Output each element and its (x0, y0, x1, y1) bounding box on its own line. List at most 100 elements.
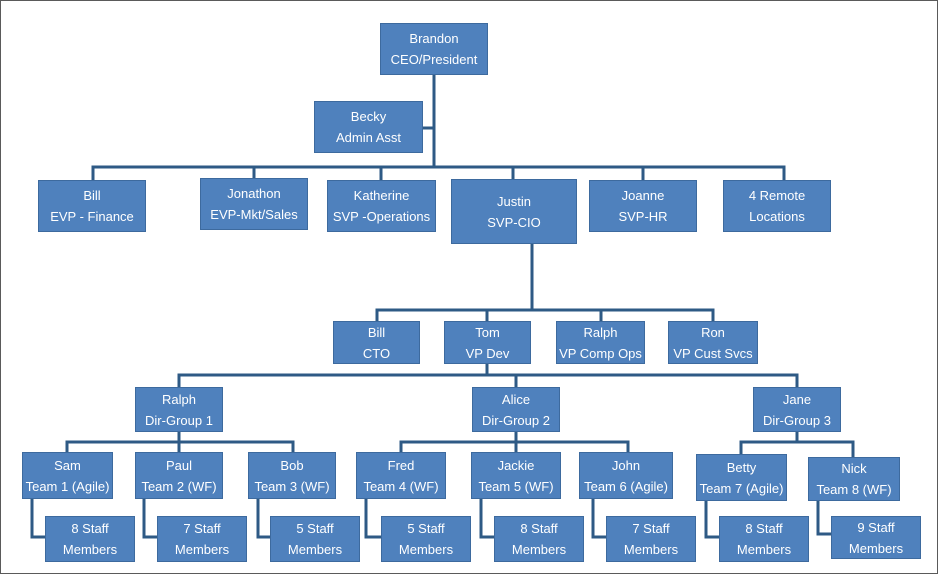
node-team-2: Paul Team 2 (WF) (135, 452, 223, 499)
node-name: Bill (83, 188, 101, 203)
node-name: Joanne (621, 188, 665, 203)
connector-staff-2 (142, 497, 159, 539)
node-name: Alice (501, 391, 531, 407)
node-name: Bob (280, 457, 304, 473)
connector-staff-4 (364, 497, 383, 539)
node-dir-group-1: Ralph Dir-Group 1 (135, 387, 223, 432)
node-staff-team-2: 7 Staff Members (157, 516, 247, 562)
node-title: VP Comp Ops (559, 345, 642, 361)
node-remote-locations: 4 Remote Locations (723, 180, 831, 232)
node-team-1: Sam Team 1 (Agile) (22, 452, 113, 499)
node-name: Sam (54, 457, 81, 473)
node-name: Brandon (409, 31, 459, 46)
node-title: Team 5 (WF) (478, 478, 554, 494)
node-name: Becky (350, 109, 387, 124)
node-team-5: Jackie Team 5 (WF) (471, 452, 561, 499)
node-admin-asst: Becky Admin Asst (314, 101, 423, 153)
node-title: Locations (749, 209, 805, 224)
connector-staff-6 (591, 497, 608, 539)
node-title: Dir-Group 3 (763, 412, 831, 428)
node-team-7: Betty Team 7 (Agile) (696, 454, 787, 501)
node-name: Katherine (353, 188, 410, 203)
node-staff-team-5: 8 Staff Members (494, 516, 584, 562)
node-name: 5 Staff (296, 521, 334, 536)
node-staff-team-6: 7 Staff Members (606, 516, 696, 562)
node-team-6: John Team 6 (Agile) (579, 452, 673, 499)
node-vp-cust-svcs: Ron VP Cust Svcs (668, 321, 758, 364)
node-title: SVP -Operations (332, 209, 431, 224)
node-title: Team 8 (WF) (816, 482, 892, 497)
node-title: Team 6 (Agile) (584, 478, 668, 494)
node-title: EVP-Mkt/Sales (210, 207, 298, 222)
node-evp-finance: Bill EVP - Finance (38, 180, 146, 232)
node-title: Members (62, 542, 118, 557)
node-title: VP Cust Svcs (673, 345, 753, 361)
node-staff-team-8: 9 Staff Members (831, 516, 921, 559)
node-staff-team-4: 5 Staff Members (381, 516, 471, 562)
node-staff-team-3: 5 Staff Members (270, 516, 360, 562)
node-evp-mkt-sales: Jonathon EVP-Mkt/Sales (200, 178, 308, 230)
node-title: SVP-HR (618, 209, 668, 224)
node-team-8: Nick Team 8 (WF) (808, 457, 900, 501)
node-name: 5 Staff (407, 521, 445, 536)
node-name: 4 Remote (748, 188, 806, 203)
node-title: Members (398, 542, 454, 557)
node-name: Bill (367, 324, 386, 340)
connector-staff-5 (479, 497, 496, 539)
node-name: 8 Staff (71, 521, 109, 536)
node-name: Ralph (162, 391, 196, 407)
node-title: Team 2 (WF) (141, 478, 217, 494)
node-svp-cio: Justin SVP-CIO (451, 179, 577, 244)
node-title: SVP-CIO (487, 214, 541, 230)
node-svp-hr: Joanne SVP-HR (589, 180, 697, 232)
node-name: Nick (841, 461, 867, 476)
node-name: 7 Staff (632, 521, 670, 536)
node-name: 8 Staff (745, 521, 783, 536)
node-title: Dir-Group 1 (145, 412, 213, 428)
node-dir-group-3: Jane Dir-Group 3 (753, 387, 841, 432)
node-name: Justin (497, 193, 531, 209)
node-name: 8 Staff (520, 521, 558, 536)
node-title: Members (287, 542, 343, 557)
node-staff-team-1: 8 Staff Members (45, 516, 135, 562)
node-name: Betty (726, 459, 757, 475)
node-ceo: Brandon CEO/President (380, 23, 488, 75)
node-title: Admin Asst (335, 130, 402, 145)
node-name: Ron (701, 324, 725, 340)
node-title: Team 7 (Agile) (699, 480, 784, 496)
connector-staff-7 (704, 499, 721, 539)
node-title: Members (736, 542, 792, 557)
connector-staff-1 (30, 497, 47, 539)
node-svp-operations: Katherine SVP -Operations (327, 180, 436, 232)
node-name: Tom (475, 324, 500, 340)
connector-staff-8 (816, 499, 833, 536)
node-vp-dev: Tom VP Dev (444, 321, 531, 364)
node-dir-group-2: Alice Dir-Group 2 (472, 387, 560, 432)
node-name: Jonathon (227, 186, 281, 201)
node-title: Members (511, 542, 567, 557)
node-title: Members (848, 540, 904, 556)
connector-staff-3 (256, 497, 272, 539)
node-team-3: Bob Team 3 (WF) (248, 452, 336, 499)
node-title: VP Dev (465, 345, 510, 361)
node-title: CEO/President (390, 52, 478, 67)
node-title: Dir-Group 2 (482, 412, 550, 428)
node-title: Team 4 (WF) (363, 478, 439, 494)
node-name: 7 Staff (183, 521, 221, 536)
node-name: 9 Staff (857, 519, 895, 535)
node-staff-team-7: 8 Staff Members (719, 516, 809, 562)
node-cto: Bill CTO (333, 321, 420, 364)
node-title: Members (174, 542, 230, 557)
node-name: Jane (782, 391, 812, 407)
node-vp-comp-ops: Ralph VP Comp Ops (556, 321, 645, 364)
node-title: CTO (362, 345, 391, 361)
node-name: Ralph (583, 324, 618, 340)
node-title: Team 1 (Agile) (25, 478, 110, 494)
node-title: Members (623, 542, 679, 557)
node-name: Jackie (497, 457, 535, 473)
node-name: Fred (387, 457, 415, 473)
node-title: EVP - Finance (50, 209, 134, 224)
node-title: Team 3 (WF) (254, 478, 330, 494)
